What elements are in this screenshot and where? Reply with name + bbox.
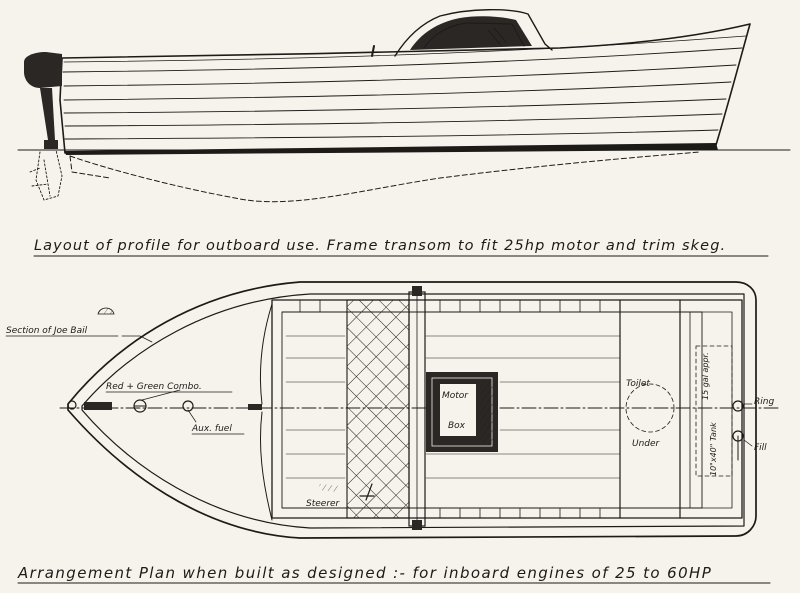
trim-skeg-outline xyxy=(69,151,701,203)
gal-appr-label: 15 gal appr. xyxy=(701,352,710,400)
motor-label: Motor xyxy=(442,391,469,401)
cabin-windshield xyxy=(371,9,553,57)
cockpit-coaming xyxy=(271,299,743,519)
steering-wheel-mark xyxy=(359,483,375,501)
side-seat-slats xyxy=(299,299,601,519)
fill-label: Fill xyxy=(754,443,767,453)
outboard-motor-icon xyxy=(24,52,63,201)
joe-bail-section-icon xyxy=(97,307,115,315)
foredeck-edge xyxy=(259,303,273,521)
keel xyxy=(65,143,718,155)
planking-lines xyxy=(62,35,747,140)
ring-label: Ring xyxy=(754,397,774,407)
plan-caption: Arrangement Plan when built as designed … xyxy=(17,564,712,582)
profile-caption: Layout of profile for outboard use. Fram… xyxy=(34,238,726,254)
toilet-outline xyxy=(625,383,675,433)
gunwale-line xyxy=(81,293,745,529)
section-joe-bail-label: Section of Joe Bail xyxy=(6,326,88,336)
hull-profile xyxy=(59,23,751,154)
under-label: Under xyxy=(632,439,661,449)
fuel-tank-outline xyxy=(695,345,733,477)
forward-seat-lattice xyxy=(346,299,410,519)
plan-view: Motor Box Toilet Under 15 gal appr. 10"x… xyxy=(59,281,781,539)
hull-plan-outline xyxy=(67,281,757,539)
red-green-combo-label: Red + Green Combo. xyxy=(106,382,202,392)
aux-fuel-label: Aux. fuel xyxy=(191,424,232,434)
tank-label: 10"x40" Tank xyxy=(709,422,718,476)
profile-view xyxy=(17,9,791,203)
cockpit-floor xyxy=(281,311,703,509)
leader-lines xyxy=(121,335,753,447)
toilet-label: Toilet xyxy=(626,379,650,389)
aft-compartment: Toilet Under 15 gal appr. 10"x40" Tank xyxy=(619,299,733,519)
floor-boards xyxy=(285,335,621,479)
steerer-label: Steerer xyxy=(306,499,341,509)
motor-box: Motor Box xyxy=(426,372,498,452)
bow-fittings xyxy=(67,399,262,413)
transom-fittings xyxy=(732,400,744,461)
box-label: Box xyxy=(448,421,466,431)
